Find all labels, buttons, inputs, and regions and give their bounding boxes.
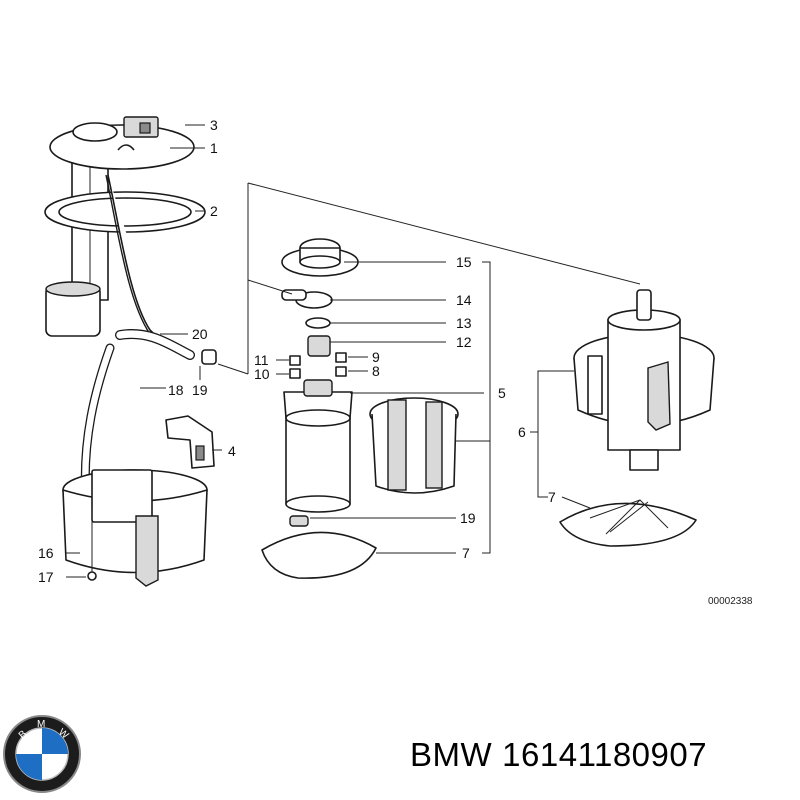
callout-13: 13 bbox=[456, 315, 472, 331]
callout-8: 8 bbox=[372, 363, 380, 379]
callout-17: 17 bbox=[38, 569, 54, 585]
callout-5: 5 bbox=[498, 385, 506, 401]
callout-11: 11 bbox=[254, 352, 269, 368]
callout-labels: 3 1 2 20 18 19 4 16 17 15 14 13 12 11 10… bbox=[38, 117, 753, 607]
callout-14: 14 bbox=[456, 292, 472, 308]
right-pump-module bbox=[559, 289, 715, 547]
callout-3: 3 bbox=[210, 117, 218, 133]
diagram-reference-code: 00002338 bbox=[708, 596, 753, 607]
bmw-roundel-logo: B M W bbox=[3, 715, 81, 793]
callout-1: 1 bbox=[210, 140, 218, 156]
callout-19-mid: 19 bbox=[460, 510, 476, 526]
callout-20: 20 bbox=[192, 326, 208, 342]
left-sender-assembly bbox=[44, 116, 217, 587]
callout-16: 16 bbox=[38, 545, 54, 561]
exploded-guide-lines bbox=[217, 182, 641, 375]
callout-15: 15 bbox=[456, 254, 472, 270]
callout-12: 12 bbox=[456, 334, 472, 350]
callout-10: 10 bbox=[254, 366, 270, 382]
callout-2: 2 bbox=[210, 203, 218, 219]
callout-18: 18 bbox=[168, 382, 184, 398]
callout-7-right: 7 bbox=[548, 489, 556, 505]
middle-pump-assembly bbox=[261, 238, 459, 579]
caption-part-number: 16141180907 bbox=[502, 736, 708, 773]
caption-brand: BMW bbox=[410, 736, 493, 773]
callout-7-mid: 7 bbox=[462, 545, 470, 561]
svg-text:M: M bbox=[37, 719, 45, 730]
callout-6: 6 bbox=[518, 424, 526, 440]
callout-4: 4 bbox=[228, 443, 236, 459]
callout-leaders bbox=[66, 124, 591, 578]
callout-19-left: 19 bbox=[192, 382, 208, 398]
callout-9: 9 bbox=[372, 349, 380, 365]
